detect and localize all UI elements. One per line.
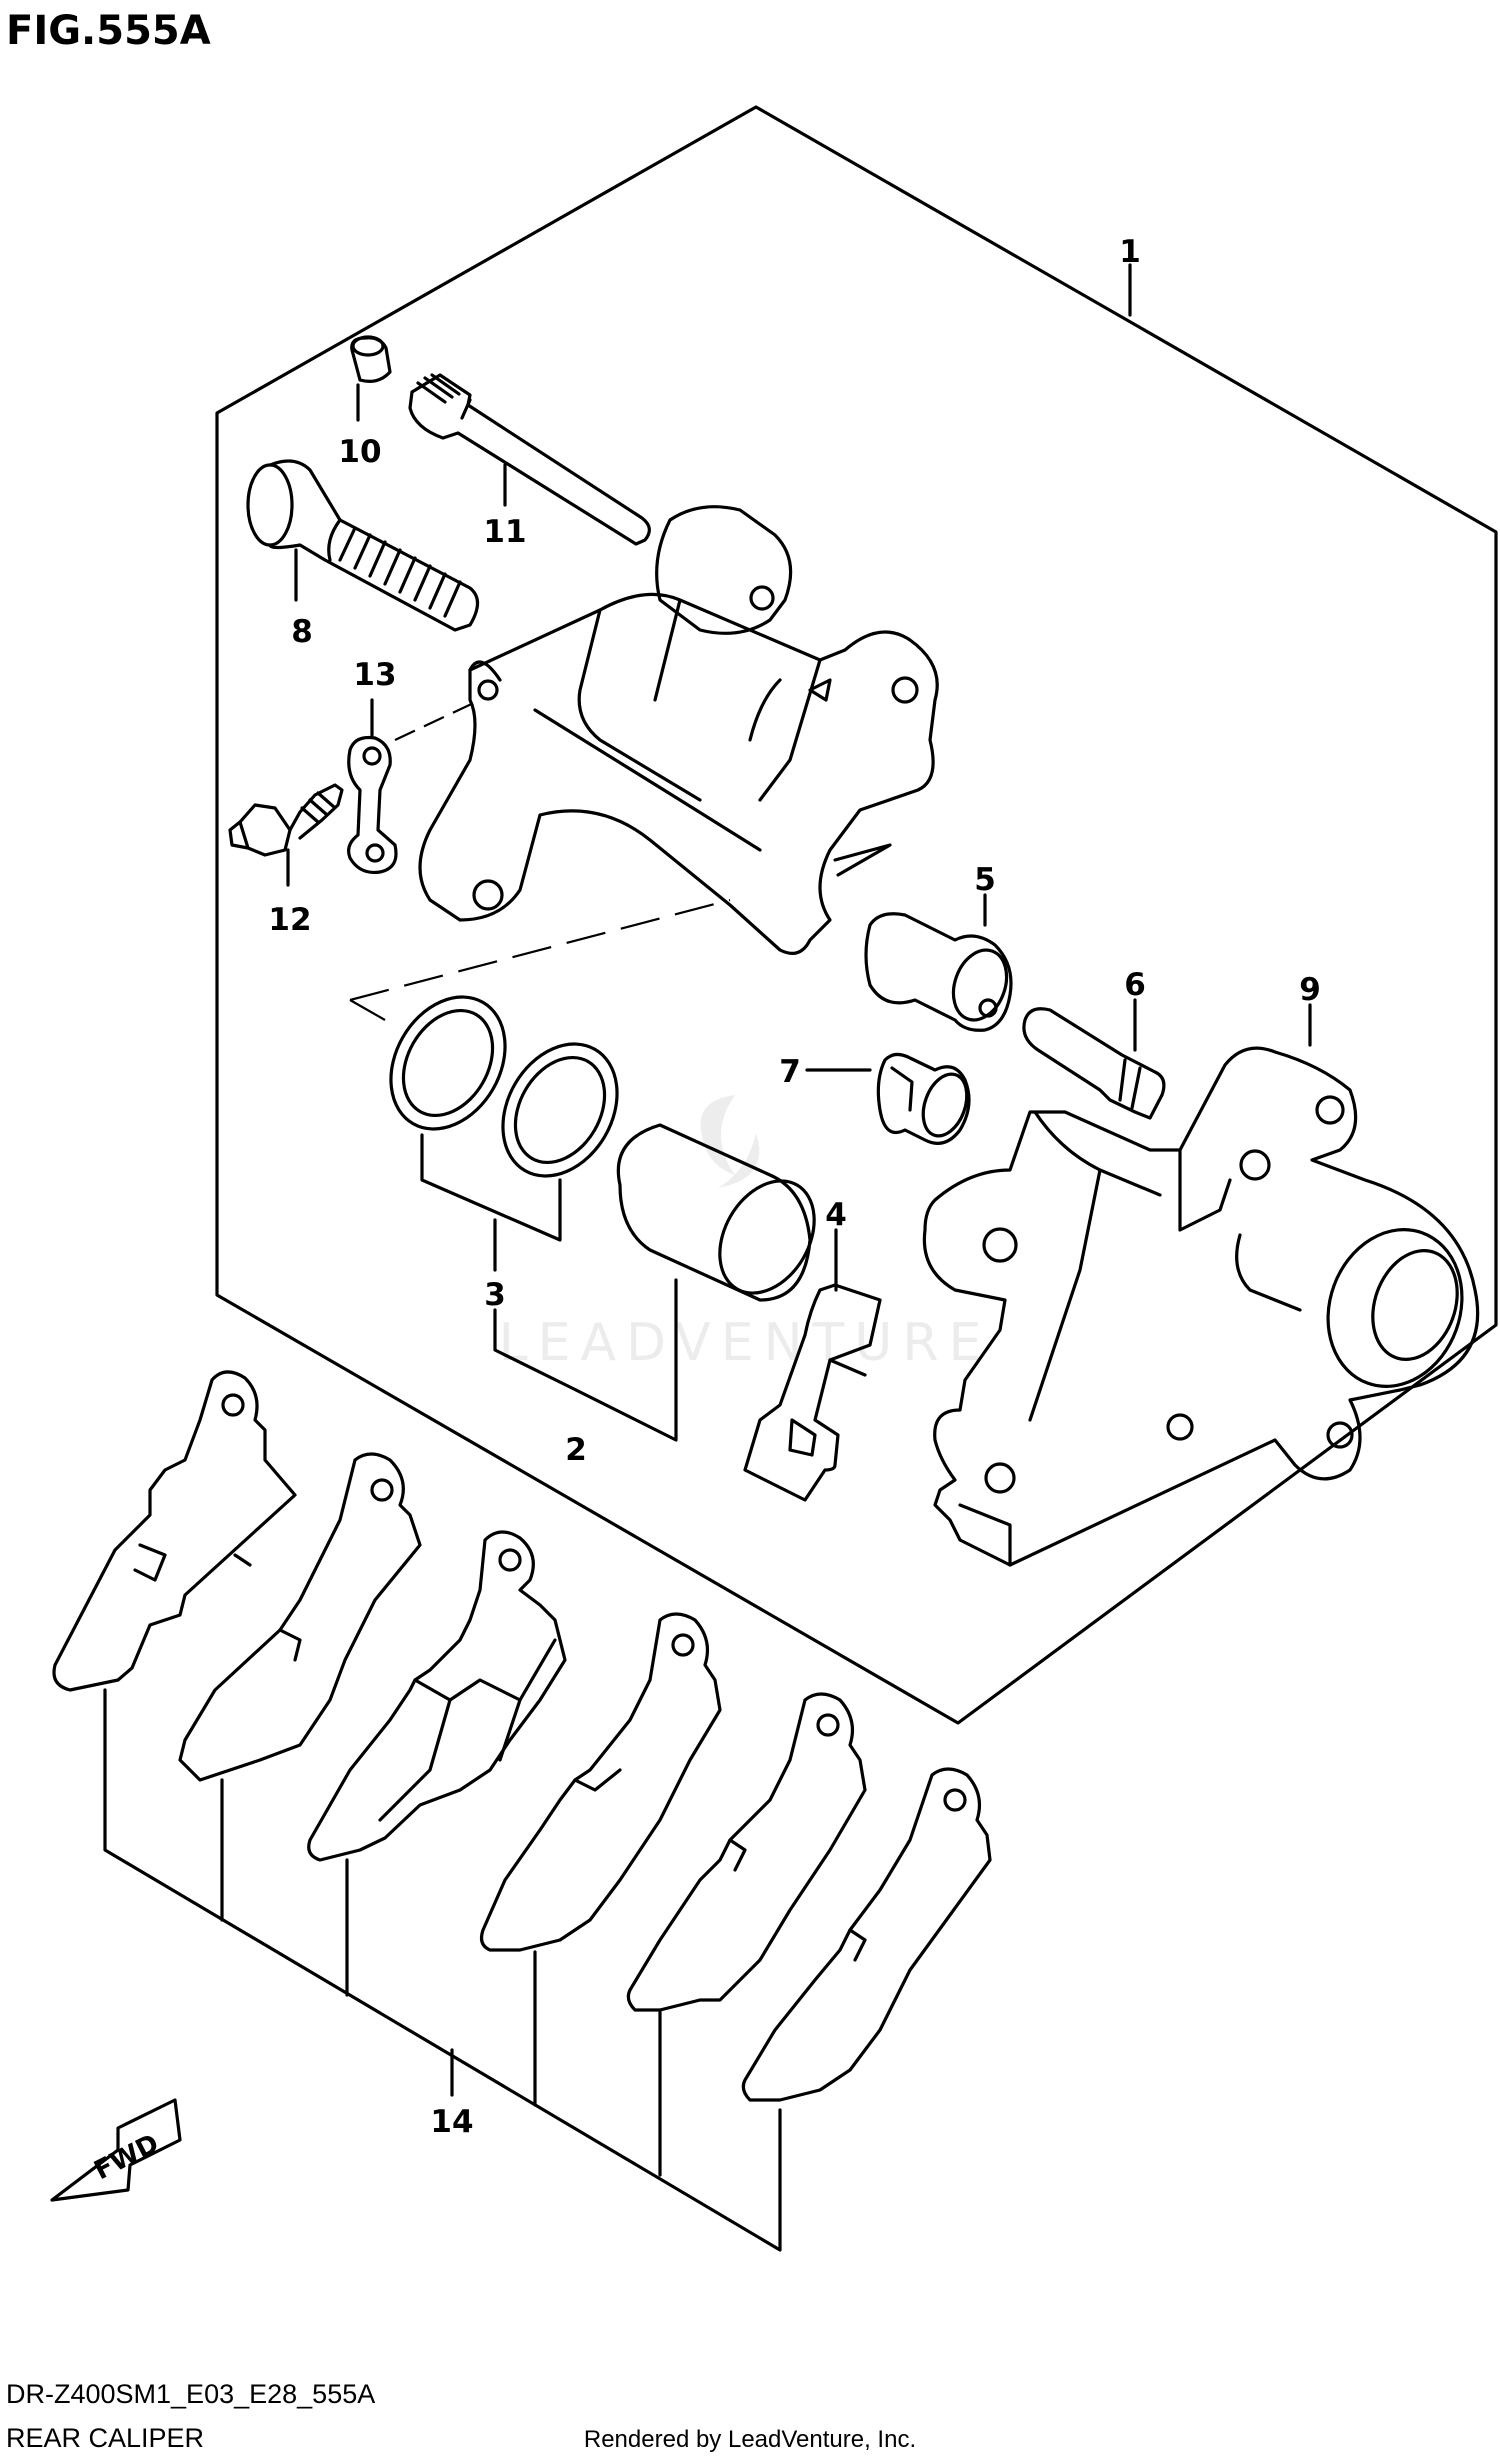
caliper-body xyxy=(418,505,939,955)
callout-8: 8 xyxy=(291,614,313,650)
callout-9: 9 xyxy=(1299,972,1321,1008)
callout-13: 13 xyxy=(353,657,396,693)
leader-lines xyxy=(103,263,1312,2252)
figure-title: FIG.555A xyxy=(6,8,211,54)
caliper-pin xyxy=(1022,1007,1166,1120)
callout-10: 10 xyxy=(338,434,381,470)
fwd-label: FWD xyxy=(90,2129,164,2187)
assembly-line xyxy=(349,898,731,1002)
bleeder-valve xyxy=(228,783,344,857)
watermark: LEADVENTURE xyxy=(499,1095,992,1373)
assembly-boundary xyxy=(215,105,1498,1725)
svg-text:LEADVENTURE: LEADVENTURE xyxy=(499,1313,992,1373)
callout-12: 12 xyxy=(268,902,311,938)
slide-pin xyxy=(408,373,651,546)
assembly-name: REAR CALIPER xyxy=(6,2423,204,2453)
brake-pad-set xyxy=(52,1370,992,2102)
callout-14: 14 xyxy=(430,2104,473,2140)
fwd-arrow-icon: FWD xyxy=(50,2098,182,2202)
assembly-line xyxy=(349,999,386,1021)
model-code: DR-Z400SM1_E03_E28_555A xyxy=(6,2379,375,2409)
slide-sleeve xyxy=(864,912,1013,1032)
callout-1: 1 xyxy=(1119,234,1141,270)
caliper-bracket xyxy=(922,1046,1480,1567)
bleeder-cap xyxy=(350,335,392,383)
pad-spring xyxy=(743,1283,882,1502)
callout-2: 2 xyxy=(565,1432,587,1468)
callout-5: 5 xyxy=(974,862,996,898)
callout-6: 6 xyxy=(1124,967,1146,1003)
piston xyxy=(616,1123,816,1302)
bleeder-bracket xyxy=(347,735,398,875)
callout-7: 7 xyxy=(779,1054,801,1090)
callout-3: 3 xyxy=(484,1277,506,1313)
pin-boot xyxy=(876,1052,971,1145)
callout-4: 4 xyxy=(825,1197,847,1233)
caliper-bolt xyxy=(246,459,480,632)
assembly-line xyxy=(394,699,481,741)
rendered-by: Rendered by LeadVenture, Inc. xyxy=(584,2426,916,2453)
piston-seal-set xyxy=(389,995,619,1178)
callout-11: 11 xyxy=(483,514,526,550)
